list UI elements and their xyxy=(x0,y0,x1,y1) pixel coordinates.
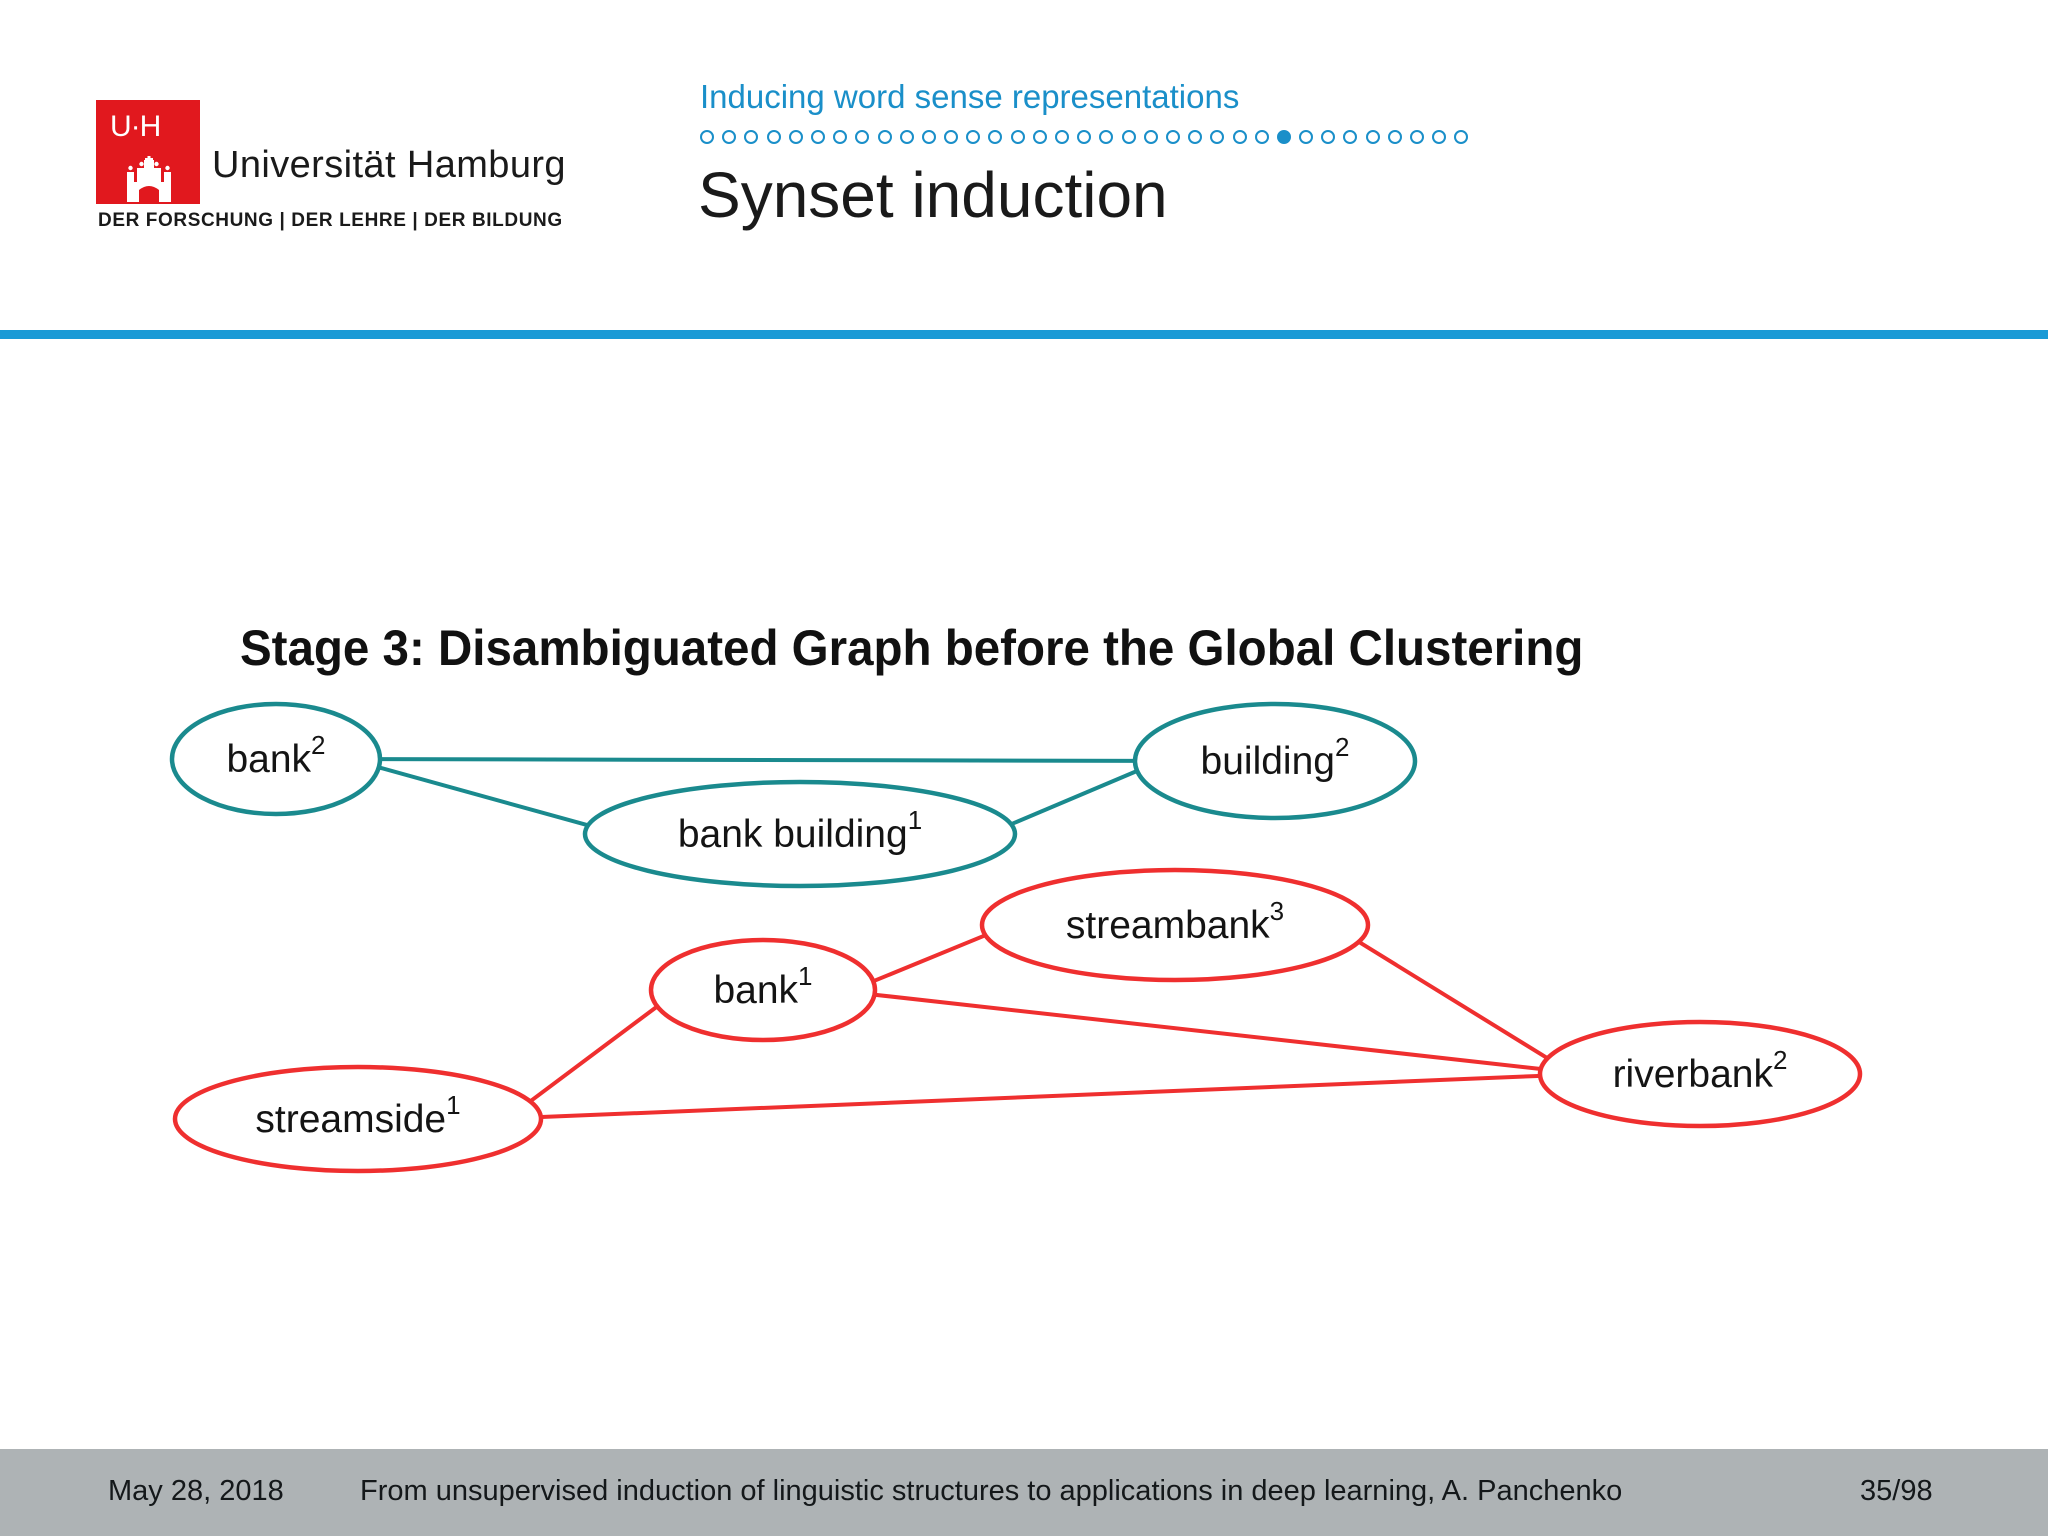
progress-dot[interactable] xyxy=(700,130,714,144)
university-wordmark: Universität Hamburg xyxy=(212,144,566,186)
progress-dot[interactable] xyxy=(1165,130,1180,144)
progress-dot[interactable] xyxy=(1032,130,1047,144)
progress-dot[interactable] xyxy=(1387,130,1402,144)
progress-dot[interactable] xyxy=(744,130,759,144)
graph-node-bank2[interactable]: bank2 xyxy=(169,701,383,817)
progress-dot[interactable] xyxy=(1121,130,1136,144)
footer-talk-title: From unsupervised induction of linguisti… xyxy=(360,1475,1623,1507)
synset-graph: bank2 building2 bank building1 streambank3 b… xyxy=(169,701,1863,1174)
progress-dot[interactable] xyxy=(1254,130,1269,144)
progress-dot[interactable] xyxy=(1321,130,1336,144)
graph-node-streambank3[interactable]: streambank3 xyxy=(979,867,1371,983)
header-divider xyxy=(0,330,2048,339)
node-ellipse xyxy=(1132,701,1418,821)
progress-dot[interactable] xyxy=(899,130,914,144)
node-label: bank1 xyxy=(713,961,812,1012)
progress-dot[interactable] xyxy=(944,130,959,144)
graph-edge xyxy=(525,1003,661,1106)
progress-dot[interactable] xyxy=(1410,130,1424,144)
progress-dot[interactable] xyxy=(1010,130,1025,144)
graph-edge xyxy=(869,931,991,985)
uhh-monogram-text: U·H xyxy=(110,110,161,143)
node-label: bank2 xyxy=(226,730,325,781)
progress-dot[interactable] xyxy=(1454,130,1469,144)
progress-dot[interactable] xyxy=(877,130,892,144)
graph-edge xyxy=(375,764,595,829)
progress-dot[interactable] xyxy=(1365,130,1380,144)
node-label: streambank3 xyxy=(1066,896,1284,947)
node-ellipse xyxy=(172,1064,544,1174)
graph-node-streamside1[interactable]: streamside1 xyxy=(172,1064,544,1174)
graph-edge xyxy=(376,757,1140,763)
graph-node-bank_building1[interactable]: bank building1 xyxy=(582,779,1018,889)
progress-dot[interactable] xyxy=(1432,130,1447,144)
progress-dot[interactable] xyxy=(1099,130,1114,144)
progress-dot[interactable] xyxy=(1343,130,1358,144)
graph-node-building2[interactable]: building2 xyxy=(1132,701,1418,821)
progress-dot[interactable] xyxy=(1143,130,1158,144)
node-ellipse xyxy=(169,701,383,817)
progress-dot[interactable] xyxy=(810,130,825,144)
section-title: Inducing word sense representations xyxy=(700,78,1240,115)
node-label: building2 xyxy=(1201,732,1350,783)
progress-dot[interactable] xyxy=(766,130,781,144)
progress-dot[interactable] xyxy=(1210,130,1225,144)
graph-edges xyxy=(375,757,1552,1120)
progress-dot[interactable] xyxy=(1055,130,1069,144)
progress-dot[interactable] xyxy=(722,130,737,144)
uhh-logo-mark: U·H xyxy=(96,100,200,204)
node-ellipse xyxy=(1537,1019,1863,1129)
page-title: Synset induction xyxy=(698,159,1168,231)
node-ellipse xyxy=(582,779,1018,889)
progress-dot[interactable] xyxy=(966,130,981,144)
slide-footer: May 28, 2018 From unsupervised induction… xyxy=(0,1449,2048,1536)
graph-edge xyxy=(1005,767,1142,829)
progress-dot[interactable] xyxy=(788,130,803,144)
node-label: riverbank2 xyxy=(1613,1045,1788,1096)
footer-page-number: 35/98 xyxy=(1860,1475,1933,1507)
slide-content: Stage 3: Disambiguated Graph before the … xyxy=(0,339,2048,1449)
node-ellipse xyxy=(979,867,1371,983)
progress-dot[interactable] xyxy=(1077,130,1092,144)
progress-dot[interactable] xyxy=(921,130,936,144)
progress-dot-current[interactable] xyxy=(1276,130,1291,144)
graph-node-riverbank2[interactable]: riverbank2 xyxy=(1537,1019,1863,1129)
graph-edge xyxy=(1354,937,1552,1062)
graph-edge xyxy=(870,992,1546,1072)
graph-node-bank1[interactable]: bank1 xyxy=(648,937,878,1043)
node-label: bank building1 xyxy=(678,805,922,856)
footer-date: May 28, 2018 xyxy=(108,1475,284,1507)
university-tagline: DER FORSCHUNG | DER LEHRE | DER BILDUNG xyxy=(98,210,563,231)
progress-dot[interactable] xyxy=(1299,130,1314,144)
progress-dot[interactable] xyxy=(855,130,870,144)
progress-dot[interactable] xyxy=(1188,130,1203,144)
diagram-heading: Stage 3: Disambiguated Graph before the … xyxy=(240,620,1584,676)
hamburg-castle-icon xyxy=(127,156,171,202)
university-logo: U·H Universität Hamburg DER FORSCHUNG | … xyxy=(96,100,566,240)
progress-dot[interactable] xyxy=(988,130,1003,144)
graph-edge xyxy=(535,1073,1545,1120)
graph-nodes: bank2 building2 bank building1 streambank3 b… xyxy=(169,701,1863,1174)
progress-dot[interactable] xyxy=(1232,130,1247,144)
node-label: streamside1 xyxy=(255,1090,460,1141)
slide-header: U·H Universität Hamburg DER FORSCHUNG | … xyxy=(0,0,2048,330)
progress-dot[interactable] xyxy=(833,130,848,144)
slide-progress-dots[interactable] xyxy=(700,124,1469,150)
node-ellipse xyxy=(648,937,878,1043)
